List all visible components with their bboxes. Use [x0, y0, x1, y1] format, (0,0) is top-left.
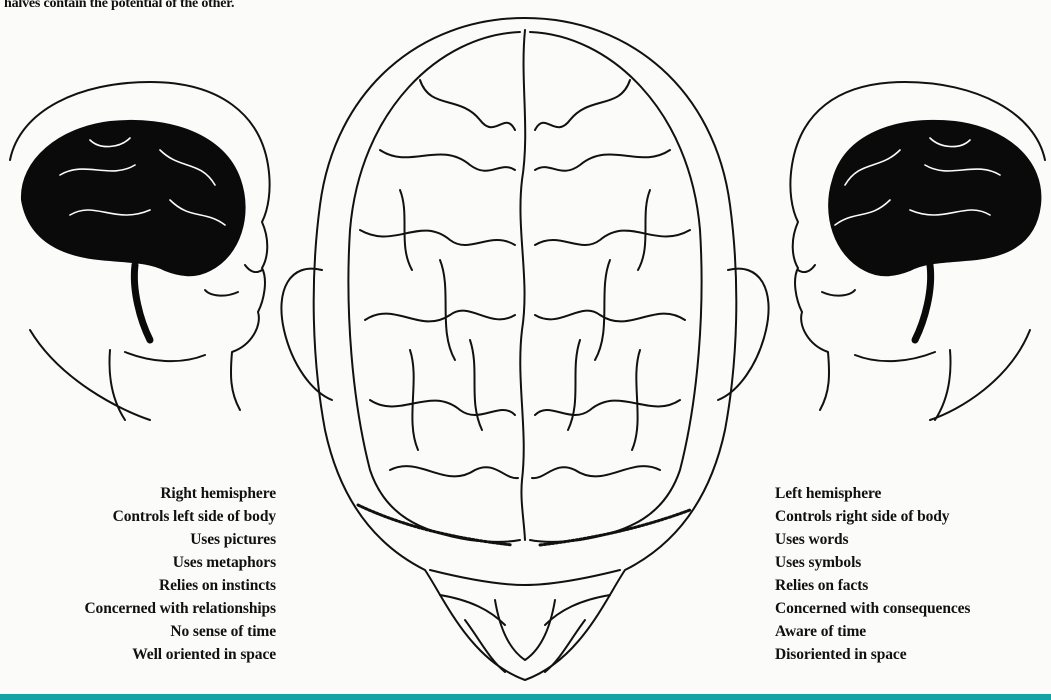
right-hemisphere-brain-mass — [22, 121, 245, 340]
right-hemisphere-trait: Well oriented in space — [84, 643, 276, 666]
left-hemisphere-trait: Concerned with consequences — [775, 597, 970, 620]
right-hemisphere-caption: Right hemisphere Controls left side of b… — [84, 482, 276, 666]
left-hemisphere-trait: Aware of time — [775, 620, 970, 643]
right-hemisphere-trait: Uses pictures — [84, 528, 276, 551]
left-hemisphere-trait: Uses symbols — [775, 551, 970, 574]
left-hemisphere-trait: Uses words — [775, 528, 970, 551]
right-hemisphere-trait: Uses metaphors — [84, 551, 276, 574]
left-hemisphere-caption: Left hemisphere Controls right side of b… — [775, 482, 970, 666]
left-hemisphere-trait: Controls right side of body — [775, 505, 970, 528]
accent-band — [0, 694, 1051, 700]
right-hemisphere-trait: Concerned with relationships — [84, 597, 276, 620]
top-view-brain — [281, 18, 768, 680]
right-hemisphere-heading: Right hemisphere — [84, 482, 276, 505]
right-hemisphere-trait: Controls left side of body — [84, 505, 276, 528]
right-hemisphere-trait: Relies on instincts — [84, 574, 276, 597]
left-hemisphere-heading: Left hemisphere — [775, 482, 970, 505]
left-hemisphere-trait: Relies on facts — [775, 574, 970, 597]
right-hemisphere-trait: No sense of time — [84, 620, 276, 643]
left-hemisphere-trait: Disoriented in space — [775, 643, 970, 666]
left-hemisphere-brain-mass — [829, 121, 1040, 340]
